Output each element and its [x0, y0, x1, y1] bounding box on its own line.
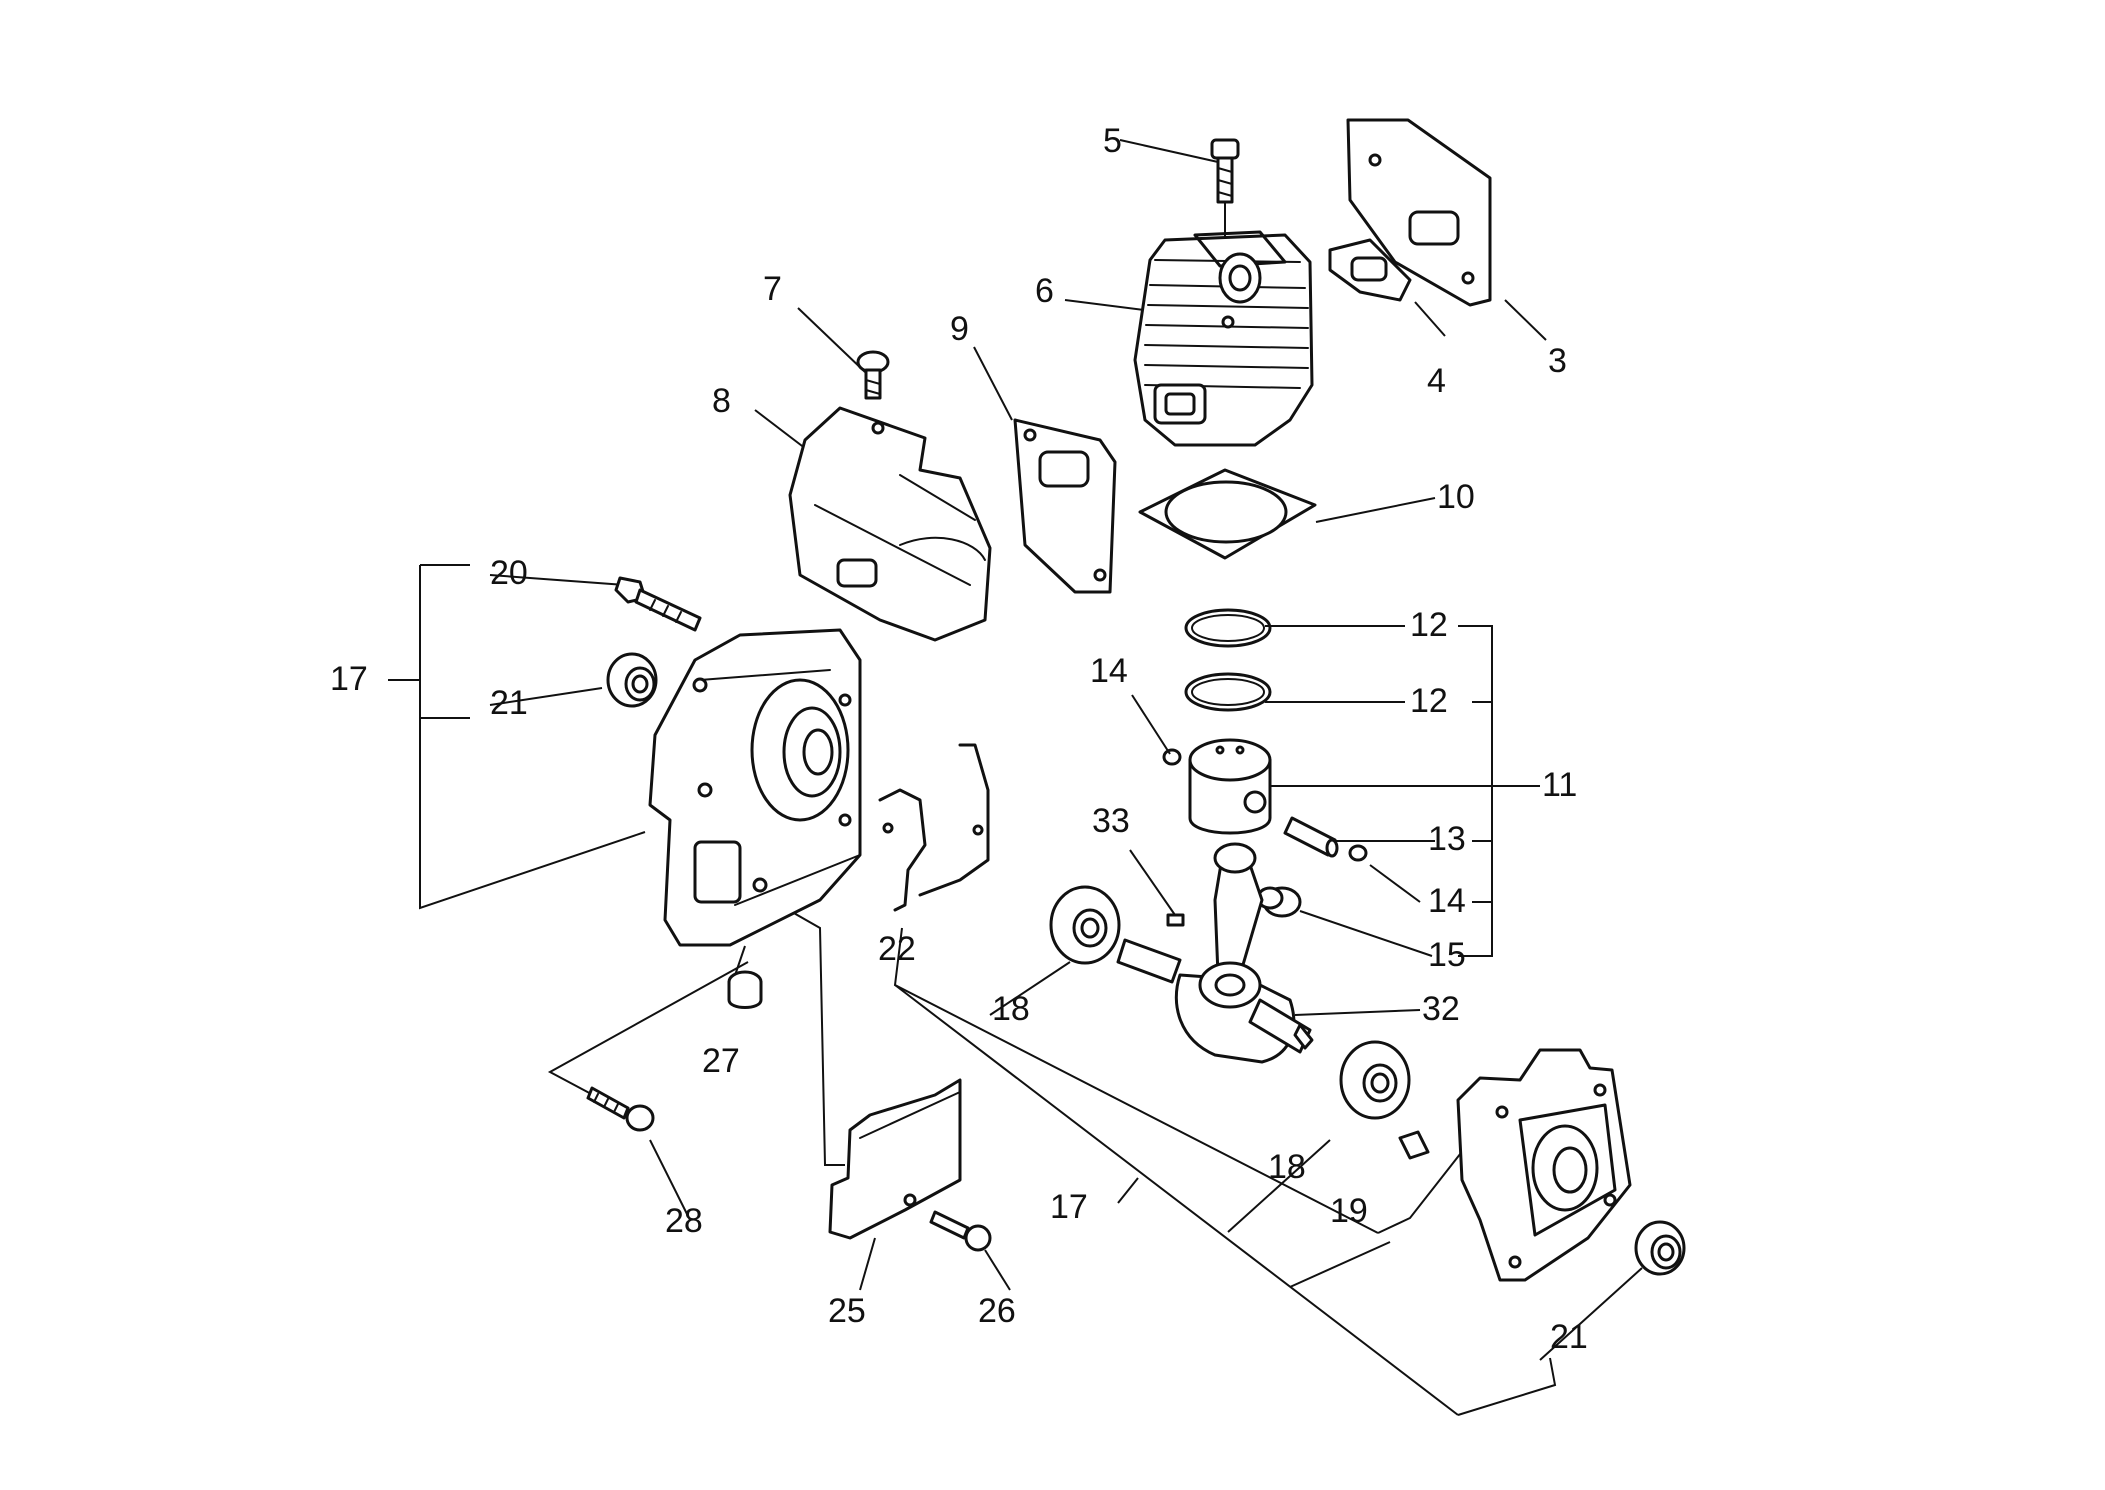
- leader-22: [893, 927, 1379, 1234]
- bracket-11-group: [1458, 625, 1493, 957]
- cylinder-6: [1133, 230, 1314, 447]
- leader-25-frame: [784, 907, 845, 1166]
- oil-seal-21a: [606, 652, 658, 708]
- key-33: [1166, 913, 1185, 927]
- callout-8: 8: [712, 382, 731, 420]
- callout-19: 19: [1330, 1192, 1368, 1230]
- callout-32: 32: [1422, 990, 1460, 1028]
- callout-5: 5: [1103, 122, 1122, 160]
- leader-15: [1299, 910, 1433, 957]
- piston-11: [1188, 738, 1272, 835]
- callout-17-bottom: 17: [1050, 1188, 1088, 1226]
- leader-14b: [1369, 864, 1421, 903]
- callout-7: 7: [763, 270, 782, 308]
- leader-17b-crankcase: [1377, 1134, 1476, 1234]
- callout-18-upper: 18: [992, 990, 1030, 1028]
- callout-9: 9: [950, 310, 969, 348]
- callout-28: 28: [665, 1202, 703, 1240]
- heat-shield-3: [1346, 118, 1492, 307]
- leader-21b-a: [1457, 1357, 1557, 1416]
- piston-ring-12a: [1184, 608, 1272, 648]
- leader-28: [649, 1139, 691, 1221]
- callout-12-bottom: 12: [1410, 682, 1448, 720]
- callout-17-left: 17: [330, 660, 368, 698]
- gasket-22: [878, 743, 990, 912]
- bolt-28: [586, 1086, 655, 1132]
- callout-20: 20: [490, 554, 528, 592]
- leader-28-frame: [547, 961, 749, 1121]
- cover-plate-8: [788, 406, 992, 642]
- leader-21a: [489, 687, 603, 706]
- leader-18b: [1227, 1139, 1331, 1233]
- leader-17b: [1117, 1177, 1139, 1204]
- screw-26: [929, 1210, 992, 1252]
- crankshaft-32: [1116, 842, 1314, 1064]
- leader-8: [754, 409, 811, 453]
- leader-5: [1119, 139, 1219, 163]
- callout-26: 26: [978, 1292, 1016, 1330]
- leader-26: [984, 1249, 1011, 1291]
- bearing-18a: [1049, 885, 1121, 965]
- callout-18-lower: 18: [1268, 1148, 1306, 1186]
- leader-25: [859, 1237, 876, 1291]
- bolt-20: [614, 576, 702, 632]
- crankcase-right-17: [1456, 1048, 1632, 1282]
- callout-22: 22: [878, 930, 916, 968]
- callout-27: 27: [702, 1042, 740, 1080]
- gasket-9: [1013, 418, 1117, 594]
- gasket-10: [1138, 468, 1317, 560]
- callout-33: 33: [1092, 802, 1130, 840]
- leader-19: [1289, 1241, 1391, 1288]
- leader-4: [1414, 301, 1446, 337]
- leader-9: [973, 346, 1013, 421]
- callout-6: 6: [1035, 272, 1054, 310]
- screw-7: [856, 350, 890, 400]
- leader-7: [797, 307, 866, 373]
- crankcase-left-17: [648, 628, 862, 947]
- callout-12-top: 12: [1410, 606, 1448, 644]
- callout-labels: 5 6 3 4 7 8 9 10 12 12 11 13 14 15 14 33…: [330, 122, 1588, 1356]
- leader-32: [1294, 1009, 1421, 1016]
- callout-13: 13: [1428, 820, 1466, 858]
- bracket-17a: [419, 565, 646, 910]
- leader-33: [1129, 849, 1176, 916]
- callout-15: 15: [1428, 936, 1466, 974]
- mount-27: [727, 970, 763, 1009]
- callout-10: 10: [1437, 478, 1475, 516]
- piston-pin-13: [1283, 816, 1339, 858]
- callout-25: 25: [828, 1292, 866, 1330]
- piston-ring-12b: [1184, 672, 1272, 712]
- leader-20: [489, 574, 626, 586]
- leader-3: [1504, 299, 1547, 341]
- circlip-14b: [1348, 844, 1368, 862]
- cover-25: [828, 1078, 962, 1240]
- oil-seal-21b: [1634, 1220, 1686, 1276]
- callout-11: 11: [1542, 766, 1577, 804]
- leader-lines: [388, 139, 1643, 1416]
- callout-21-left: 21: [490, 684, 528, 722]
- leader-17b-long: [894, 984, 1459, 1416]
- callout-4: 4: [1427, 362, 1446, 400]
- leader-14a: [1131, 694, 1171, 755]
- callout-14-right: 14: [1428, 882, 1466, 920]
- leader-10: [1315, 497, 1436, 523]
- dowel-pin-19: [1398, 1130, 1430, 1160]
- callout-21-right: 21: [1550, 1318, 1588, 1356]
- callout-3: 3: [1548, 342, 1567, 380]
- bearing-18b: [1339, 1040, 1411, 1120]
- gasket-4: [1328, 238, 1412, 302]
- leader-21b: [1539, 1267, 1643, 1361]
- needle-bearing-15: [1256, 886, 1302, 918]
- leader-18a: [989, 961, 1071, 1016]
- callout-14-left: 14: [1090, 652, 1128, 690]
- circlip-14a: [1162, 748, 1182, 766]
